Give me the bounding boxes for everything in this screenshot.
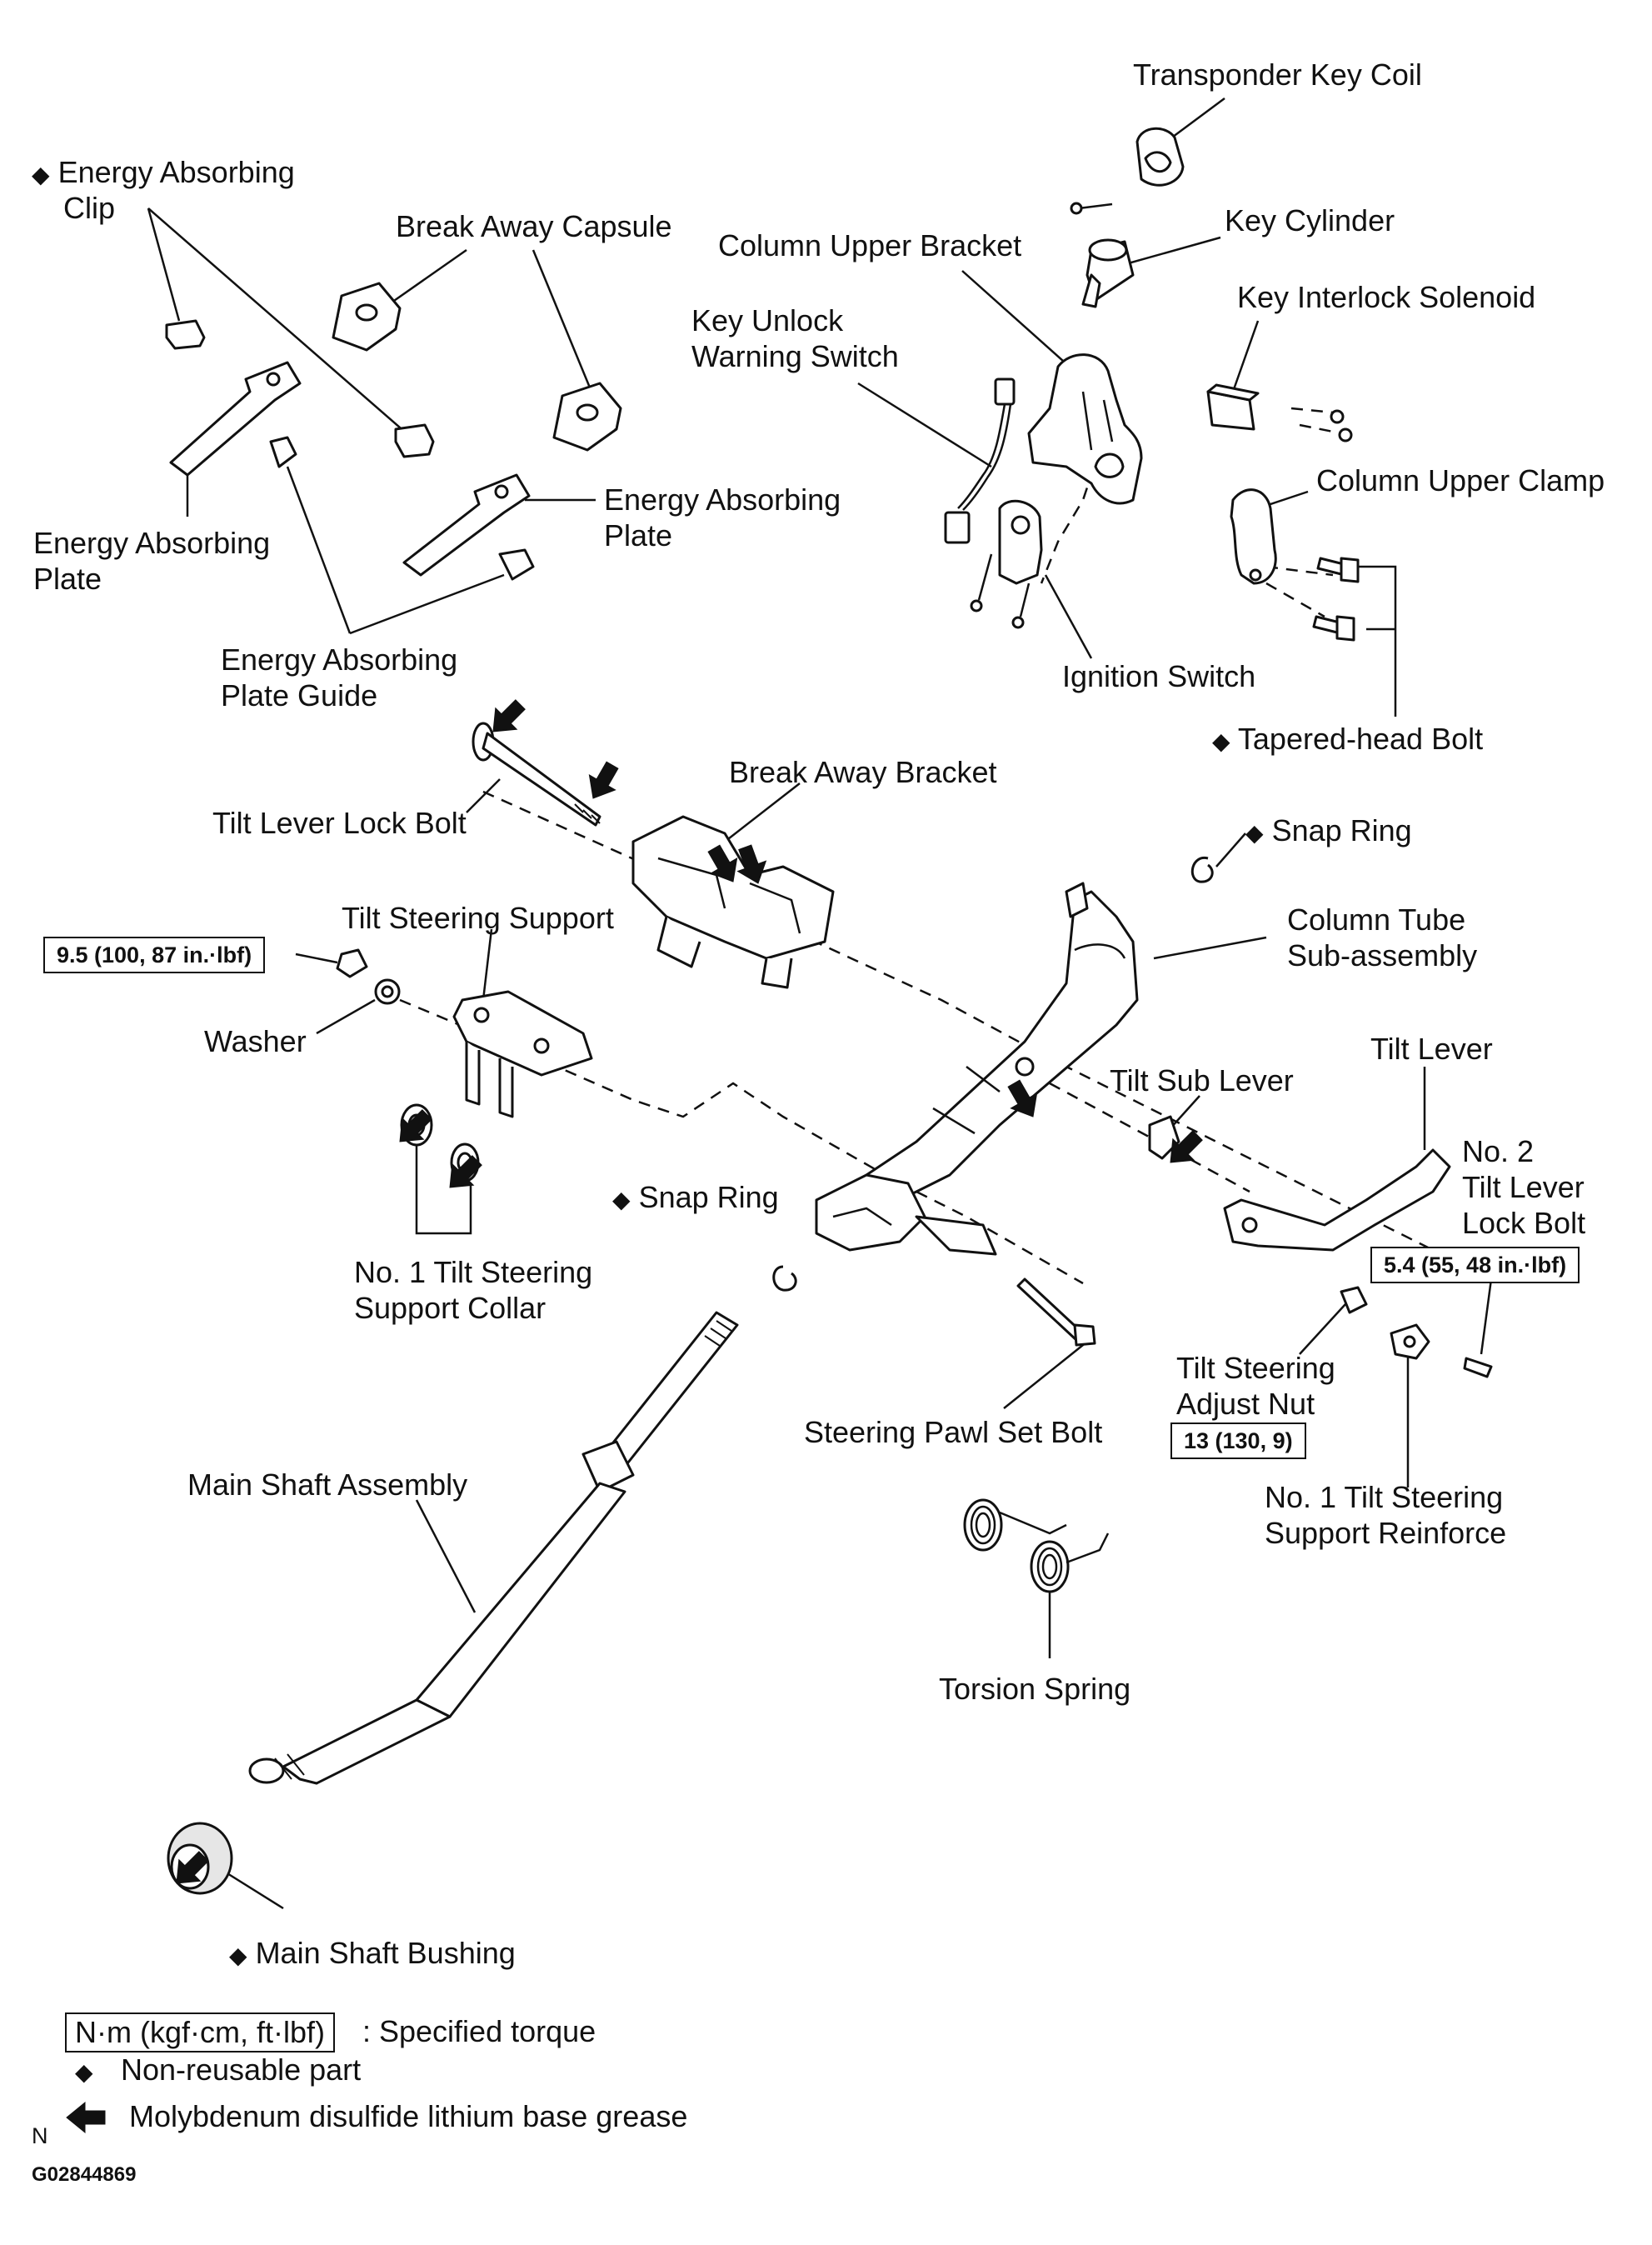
label-tilt-steering-support: Tilt Steering Support [342,901,614,935]
torque-tilt-steering-support-nut: 9.5 (100, 87 in.·lbf) [43,937,266,973]
diamond-icon: ◆ [32,162,50,188]
legend-torque-units: N·m (kgf·cm, ft·lbf) [65,2012,335,2052]
label-tilt-lever-lock-bolt: Tilt Lever Lock Bolt [212,806,467,840]
column-upper-clamp-part [1230,488,1277,585]
label-energy-absorbing-clip-line2: Clip [63,191,116,225]
label-main-shaft-bushing: ◆ Main Shaft Bushing [229,1936,516,1970]
leader-lines [147,97,1493,1910]
label-key-unlock-line1: Key Unlock [691,303,844,338]
label-energy-absorbing-plate-left-line1: Energy Absorbing [33,526,271,560]
label-key-unlock-line2: Warning Switch [691,339,899,373]
label-energy-absorbing-plate-guide-line1: Energy Absorbing [221,642,458,677]
label-break-away-capsule: Break Away Capsule [396,209,672,243]
label-no2-lock-bolt-line2: Tilt Lever [1462,1170,1585,1204]
column-upper-bracket-part [1027,353,1143,505]
key-unlock-warning-switch-part [944,378,1016,544]
label-reinforce-line2: Support Reinforce [1265,1516,1507,1550]
label-energy-absorbing-plate-left-line2: Plate [33,562,102,596]
label-torsion-spring: Torsion Spring [939,1672,1131,1706]
label-no2-lock-bolt-line1: No. 2 [1462,1134,1535,1168]
diamond-icon: ◆ [229,1942,247,1968]
column-tube-part [815,882,1139,1256]
label-snap-ring-upper: ◆ Snap Ring [1245,813,1412,848]
energy-absorbing-clip-part [165,319,535,581]
label-steering-pawl-set-bolt: Steering Pawl Set Bolt [804,1415,1103,1449]
steering-pawl-set-bolt-part [1016,1278,1096,1347]
torque-tilt-steering-adjust-nut: 13 (130, 9) [1170,1422,1306,1459]
label-adjust-nut-line1: Tilt Steering [1176,1351,1335,1385]
label-collar-line1: No. 1 Tilt Steering [354,1255,593,1289]
label-column-tube-line2: Sub-assembly [1287,938,1478,972]
label-key-cylinder: Key Cylinder [1225,203,1395,238]
label-collar-line2: Support Collar [354,1291,547,1325]
key-interlock-solenoid-part [1206,383,1353,442]
label-column-tube-line1: Column Tube [1287,902,1466,937]
label-main-shaft-assembly: Main Shaft Assembly [187,1468,468,1502]
legend-torque-desc: : Specified torque [362,2014,596,2048]
diamond-icon: ◆ [1245,820,1264,846]
torsion-spring-part [963,1498,1110,1593]
main-shaft-assembly-part [248,1311,739,1785]
key-cylinder-part [1081,238,1135,308]
torque-no2-tilt-lever-lock-bolt: 5.4 (55, 48 in.·lbf) [1370,1247,1580,1283]
tilt-lever-lock-bolt-part [472,722,601,827]
energy-absorbing-plate-part [169,361,531,577]
label-energy-absorbing-plate-right-line2: Plate [604,518,673,552]
diamond-icon: ◆ [1212,728,1230,754]
label-washer: Washer [204,1024,307,1058]
label-tilt-lever: Tilt Lever [1370,1032,1493,1066]
label-tapered-head-bolt: ◆ Tapered-head Bolt [1212,722,1484,756]
label-snap-ring-lower: ◆ Snap Ring [612,1180,779,1214]
tilt-steering-support-part [336,948,593,1118]
label-energy-absorbing-plate-guide-line2: Plate Guide [221,678,378,712]
label-energy-absorbing-clip-line1: ◆ Energy Absorbing [32,155,295,189]
break-away-bracket-part [631,815,835,989]
label-column-upper-clamp: Column Upper Clamp [1316,463,1605,498]
grease-arrow-icon [579,757,626,807]
ignition-switch-part [970,499,1043,629]
snap-ring-part [772,857,1214,1292]
legend-nonreusable-desc: Non-reusable part [121,2052,362,2087]
north-marker: N [32,2123,48,2148]
tapered-head-bolt-part [1312,557,1360,642]
tilt-adjust-parts [1340,1286,1493,1378]
grease-arrow-icon [66,2102,106,2133]
transponder-key-coil-part [1070,127,1185,215]
label-no2-lock-bolt-line3: Lock Bolt [1462,1206,1586,1240]
diamond-icon: ◆ [75,2059,93,2085]
label-ignition-switch: Ignition Switch [1062,659,1256,693]
label-column-upper-bracket: Column Upper Bracket [718,228,1022,262]
break-away-capsule-part [332,282,622,452]
legend-grease-desc: Molybdenum disulfide lithium base grease [129,2099,688,2133]
label-energy-absorbing-plate-right-line1: Energy Absorbing [604,482,841,517]
label-break-away-bracket: Break Away Bracket [729,755,997,789]
tilt-lever-part [1223,1148,1451,1252]
label-tilt-sub-lever: Tilt Sub Lever [1110,1063,1294,1098]
label-key-interlock-solenoid: Key Interlock Solenoid [1237,280,1536,314]
figure-id: G02844869 [32,2163,137,2186]
label-transponder-key-coil: Transponder Key Coil [1133,58,1422,92]
diamond-icon: ◆ [612,1187,631,1212]
label-adjust-nut-line2: Adjust Nut [1176,1387,1315,1421]
label-reinforce-line1: No. 1 Tilt Steering [1265,1480,1504,1514]
